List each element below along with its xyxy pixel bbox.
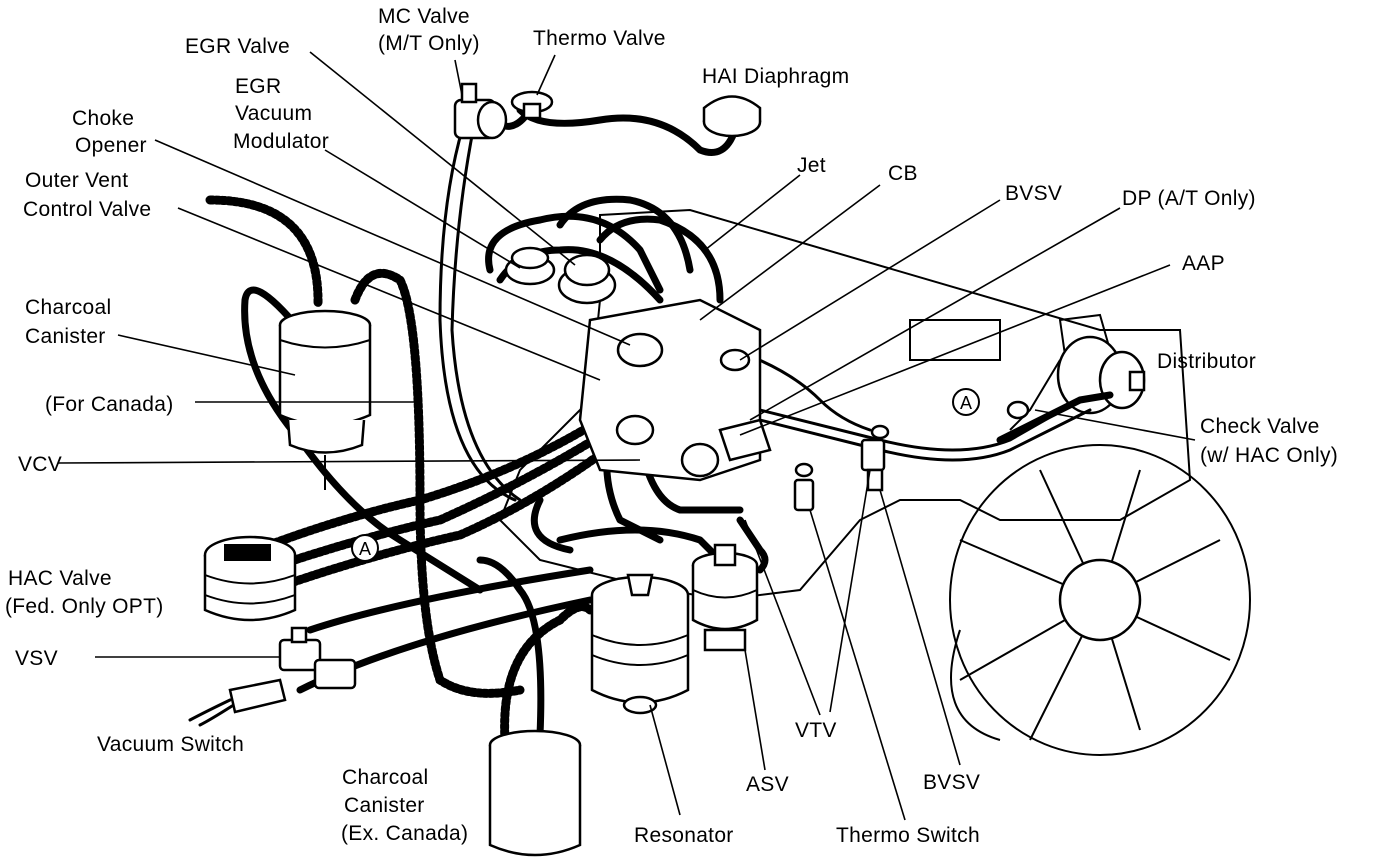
label-hac-valve-2: (Fed. Only OPT) — [5, 595, 164, 618]
label-bvsv-bottom: BVSV — [923, 771, 980, 794]
mc-valve — [453, 82, 508, 140]
label-aap: AAP — [1182, 252, 1225, 275]
label-outer-vent-2: Control Valve — [23, 198, 151, 221]
label-vacuum-switch: Vacuum Switch — [97, 733, 244, 756]
egr-valve — [557, 253, 617, 305]
label-vtv: VTV — [795, 719, 837, 742]
svg-text:A: A — [359, 539, 371, 559]
label-egr-valve: EGR Valve — [185, 35, 290, 58]
hac-valve — [203, 535, 297, 622]
check-valve — [1006, 400, 1030, 420]
thermo-valve — [510, 90, 554, 120]
vsv — [278, 626, 357, 690]
carburetor — [578, 298, 772, 482]
bvsv-lower — [860, 424, 890, 492]
label-charcoal-ex-2: Canister — [344, 794, 425, 817]
circle-marker-a-left: A — [351, 534, 379, 562]
label-mc-valve: MC Valve — [378, 5, 470, 28]
circle-marker-a-right: A — [952, 388, 980, 416]
label-charcoal-ex-3: (Ex. Canada) — [341, 822, 468, 845]
label-egr-vacuum-modulator-2: Vacuum — [235, 102, 312, 125]
labels: MC Valve (M/T Only) Thermo Valve EGR Val… — [5, 5, 1338, 847]
vacuum-switch — [188, 678, 287, 727]
label-charcoal-canister-2: Canister — [25, 325, 106, 348]
label-hac-valve-1: HAC Valve — [8, 567, 112, 590]
label-distributor: Distributor — [1157, 350, 1256, 373]
charcoal-canister-canada — [278, 309, 372, 490]
label-resonator: Resonator — [634, 824, 734, 847]
label-choke-opener-2: Opener — [75, 134, 147, 157]
label-choke-opener-1: Choke — [72, 107, 134, 130]
label-outer-vent-1: Outer Vent — [25, 169, 128, 192]
label-thermo-switch: Thermo Switch — [836, 824, 980, 847]
label-check-valve-2: (w/ HAC Only) — [1200, 444, 1338, 467]
label-check-valve-1: Check Valve — [1200, 415, 1320, 438]
resonator — [590, 573, 690, 715]
label-for-canada: (For Canada) — [45, 393, 173, 416]
egr-vacuum-modulator — [504, 246, 556, 286]
label-charcoal-canister-1: Charcoal — [25, 296, 111, 319]
label-dp: DP (A/T Only) — [1122, 187, 1256, 210]
label-thermo-valve: Thermo Valve — [533, 27, 666, 50]
charcoal-canister-ex-canada — [488, 729, 582, 857]
cooling-fan — [949, 444, 1251, 756]
label-hai-diaphragm: HAI Diaphragm — [702, 65, 849, 88]
label-bvsv-top: BVSV — [1005, 182, 1062, 205]
svg-text:A: A — [960, 393, 972, 413]
label-egr-vacuum-modulator-3: Modulator — [233, 130, 329, 153]
label-charcoal-ex-1: Charcoal — [342, 766, 428, 789]
label-mc-valve-note: (M/T Only) — [378, 32, 480, 55]
leader-lines — [57, 51, 1196, 821]
label-vsv: VSV — [15, 647, 58, 670]
label-egr-vacuum-modulator-1: EGR — [235, 75, 281, 98]
label-vcv: VCV — [18, 453, 62, 476]
label-asv: ASV — [746, 773, 789, 796]
label-jet: Jet — [797, 154, 826, 177]
asv — [691, 543, 759, 652]
label-cb: CB — [888, 162, 918, 185]
thermo-switch — [793, 462, 815, 512]
hai-diaphragm — [702, 95, 762, 138]
